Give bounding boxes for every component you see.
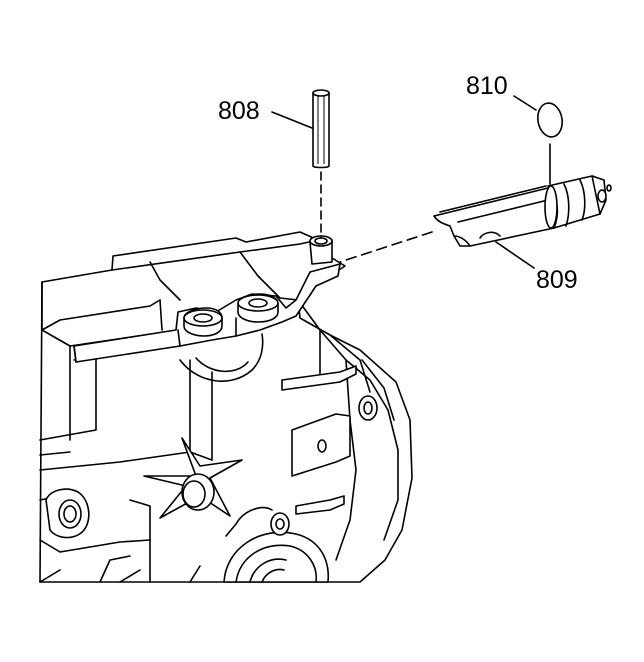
callout-808-label: 808 [218,97,260,125]
callout-808: 808 [218,97,313,129]
callout-810-label: 810 [466,72,508,100]
transmission-housing [39,231,413,583]
callout-808-leader [271,111,313,129]
mounting-bracket [73,235,341,363]
callout-809: 809 [495,241,578,294]
callout-810-leader [513,95,537,111]
pin-part [312,89,330,239]
callout-809-label: 809 [536,266,578,294]
callout-810: 810 [466,72,537,111]
callout-809-leader [495,241,535,269]
seal-ring-part [537,102,563,138]
sleeve-part [339,143,612,263]
